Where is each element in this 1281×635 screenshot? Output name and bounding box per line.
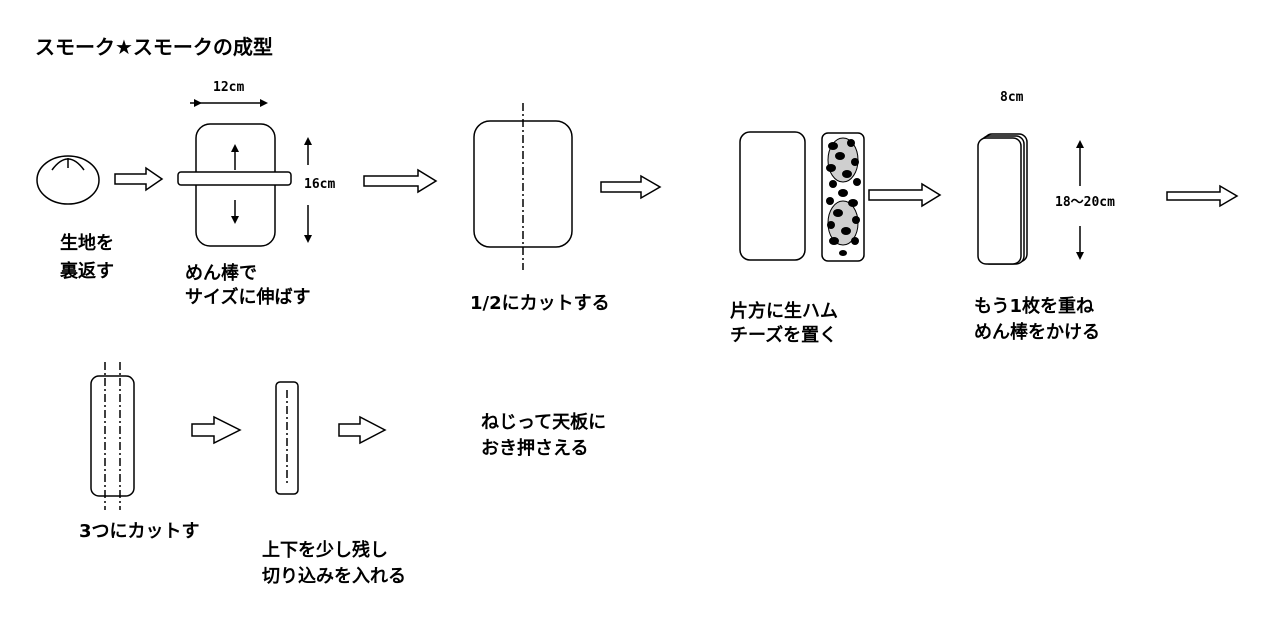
slit-strip-icon <box>275 381 299 495</box>
arrow-right-icon-4 <box>868 182 942 208</box>
dough-ball-icon <box>36 155 100 205</box>
diagram-title: スモーク★スモークの成型 <box>35 35 273 59</box>
step3-caption: 1/2にカットする <box>470 293 610 314</box>
arrow-right-icon-7 <box>338 415 387 445</box>
step5-caption-line1: もう1枚を重ね <box>974 296 1094 317</box>
step2-caption-line2: サイズに伸ばす <box>185 287 311 308</box>
step2-width-label: 12cm <box>213 80 245 95</box>
arrow-right-icon-2 <box>363 168 438 194</box>
step1-caption-line1: 生地を <box>60 233 114 254</box>
step5-width-label: 8cm <box>1000 90 1024 105</box>
three-cut-strip-icon <box>90 362 135 510</box>
plain-half-icon <box>739 131 806 261</box>
step6-caption: 3つにカットす <box>79 521 200 542</box>
step1-caption-line2: 裏返す <box>60 261 114 282</box>
step5-caption-line2: めん棒をかける <box>974 322 1100 343</box>
stacked-dough-icon <box>977 133 1028 265</box>
arrow-right-icon-1 <box>114 166 164 192</box>
arrow-right-icon-5 <box>1166 184 1239 208</box>
step7-caption-line2: 切り込みを入れる <box>262 566 406 587</box>
halved-dough-icon <box>473 103 573 270</box>
step2-caption-line1: めん棒で <box>185 263 257 284</box>
step5-height-label: 18～20cm <box>1055 195 1115 210</box>
step2-height-label: 16cm <box>304 177 336 192</box>
arrow-right-icon-3 <box>600 174 662 200</box>
arrow-right-icon-6 <box>191 415 242 445</box>
step7-caption-line1: 上下を少し残し <box>262 540 388 561</box>
step8-caption-line1: ねじって天板に <box>481 412 607 433</box>
step4-caption-line1: 片方に生ハム <box>730 301 838 322</box>
ham-cheese-half-icon <box>821 132 865 262</box>
step8-caption-line2: おき押さえる <box>481 438 589 459</box>
rolled-dough-icon <box>177 123 292 247</box>
step4-caption-line2: チーズを置く <box>730 325 838 346</box>
